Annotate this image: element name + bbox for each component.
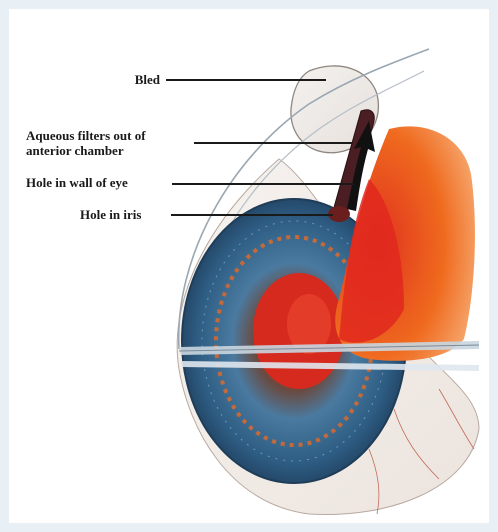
label-aqueous-line2: anterior chamber xyxy=(26,143,146,158)
label-hole-wall: Hole in wall of eye xyxy=(26,175,128,190)
figure-panel: Bled Aqueous filters out of anterior cha… xyxy=(9,9,489,523)
leader-line-hole-wall xyxy=(172,183,354,185)
label-bled: Bled xyxy=(95,72,160,87)
leader-line-bled xyxy=(166,79,326,81)
label-aqueous: Aqueous filters out of anterior chamber xyxy=(26,128,146,158)
leader-line-aqueous xyxy=(194,142,352,144)
label-hole-iris: Hole in iris xyxy=(80,207,141,222)
label-aqueous-line1: Aqueous filters out of xyxy=(26,128,146,143)
leader-line-hole-iris xyxy=(171,214,333,216)
eye-illustration xyxy=(9,9,489,523)
